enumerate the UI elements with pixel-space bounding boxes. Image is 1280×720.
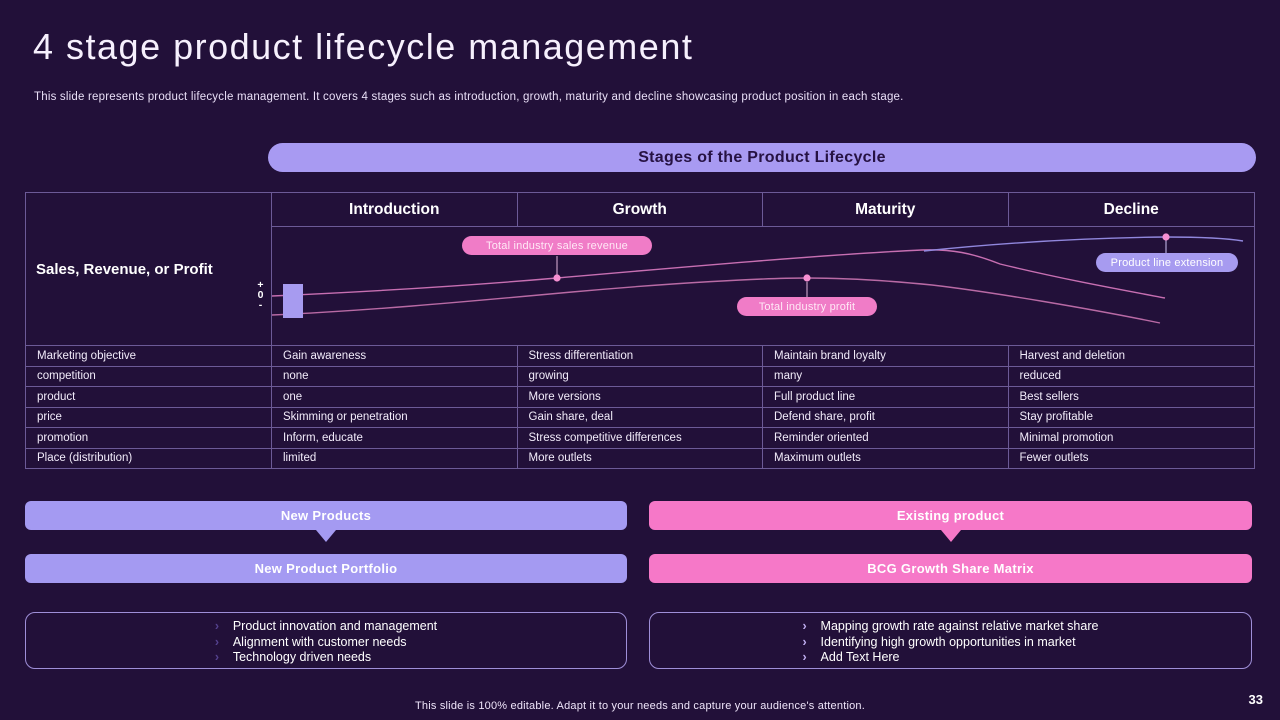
footer-note: This slide is 100% editable. Adapt it to… — [415, 700, 865, 712]
table-cell: many — [763, 365, 1009, 386]
table-cell: Fewer outlets — [1008, 447, 1254, 469]
list-item-text: Add Text Here — [820, 650, 900, 664]
sales-revenue-curve — [272, 249, 1166, 299]
row-label: Marketing objective — [26, 345, 272, 366]
table-cell: Full product line — [763, 386, 1009, 407]
row-label: product — [26, 386, 272, 407]
list-item-text: Identifying high growth opportunities in… — [820, 634, 1076, 649]
bullet-list: › Product innovation and management › Al… — [215, 613, 437, 668]
table-cell: Inform, educate — [272, 427, 518, 448]
lifecycle-chart: + 0 - Total industry sales revenue Total… — [257, 227, 1254, 345]
table-cell: growing — [517, 365, 763, 386]
table-cell: Skimming or penetration — [272, 406, 518, 427]
new-products-bar: New Products — [25, 501, 627, 530]
row-label: competition — [26, 365, 272, 386]
axis-mark-minus: - — [258, 299, 263, 311]
profit-curve — [272, 277, 1161, 324]
row-label: Place (distribution) — [26, 447, 272, 468]
row-label: promotion — [26, 427, 272, 448]
table-cell: limited — [272, 447, 518, 468]
list-item: › Technology driven needs — [215, 650, 437, 666]
down-arrow-icon — [316, 530, 336, 542]
table-cell: reduced — [1008, 365, 1254, 387]
list-item: › Product innovation and management — [215, 619, 437, 635]
stage-header-decline: Decline — [1008, 193, 1254, 227]
lifecycle-curves — [272, 233, 1244, 324]
profit-data-point-dot — [803, 274, 811, 282]
table-cell: Reminder oriented — [763, 427, 1009, 448]
axis-title: Sales, Revenue, or Profit — [36, 260, 213, 278]
table-cell: Gain share, deal — [517, 406, 763, 427]
table-cell: Minimal promotion — [1008, 427, 1254, 448]
section-banner-label: Stages of the Product Lifecycle — [638, 148, 886, 166]
table-cell: More versions — [517, 386, 763, 407]
table-cell: none — [272, 365, 518, 386]
list-item: › Add Text Here — [803, 650, 1099, 666]
table-cell: Best sellers — [1008, 386, 1254, 407]
extension-data-point-dot — [1162, 233, 1170, 241]
chevron-bullet-icon: › — [214, 634, 220, 649]
bcg-growth-share-matrix-bar: BCG Growth Share Matrix — [649, 554, 1252, 583]
section-banner: Stages of the Product Lifecycle — [268, 143, 1256, 172]
chevron-bullet-icon: › — [802, 650, 807, 664]
table-cell: one — [272, 386, 518, 407]
table-cell: Defend share, profit — [763, 406, 1009, 427]
list-item-text: Mapping growth rate against relative mar… — [820, 619, 1099, 633]
list-item: › Mapping growth rate against relative m… — [803, 619, 1099, 635]
chevron-bullet-icon: › — [214, 619, 220, 633]
row-label: price — [26, 406, 272, 427]
new-product-portfolio-bar: New Product Portfolio — [25, 554, 627, 583]
chevron-bullet-icon: › — [802, 634, 807, 649]
page-title: 4 stage product lifecycle management — [33, 26, 694, 67]
axis-mark-plus: + — [257, 279, 264, 291]
existing-product-bullet-box: › Mapping growth rate against relative m… — [649, 612, 1252, 669]
sales-data-point-dot — [553, 274, 561, 282]
table-cell: Gain awareness — [272, 345, 518, 366]
table-cell: Stress differentiation — [517, 345, 763, 366]
new-products-bullet-box: › Product innovation and management › Al… — [25, 612, 627, 669]
chevron-bullet-icon: › — [214, 650, 220, 664]
existing-product-bar: Existing product — [649, 501, 1252, 530]
extension-callout: Product line extension — [1096, 253, 1238, 272]
extension-curve — [923, 236, 1244, 252]
down-arrow-icon — [940, 530, 961, 542]
y-axis-marks: + 0 - — [253, 279, 268, 311]
stage-header-growth: Growth — [517, 193, 763, 227]
profit-callout: Total industry profit — [737, 297, 877, 316]
table-cell: Stay profitable — [1008, 406, 1254, 428]
stage-header-introduction: Introduction — [272, 193, 518, 227]
list-item-text: Technology driven needs — [232, 650, 372, 664]
bullet-list: › Mapping growth rate against relative m… — [803, 613, 1099, 668]
page-subtitle: This slide represents product lifecycle … — [34, 91, 904, 103]
axis-mark-zero: 0 — [257, 289, 264, 301]
list-item: › Identifying high growth opportunities … — [803, 635, 1099, 651]
list-item-text: Alignment with customer needs — [232, 634, 407, 649]
chevron-bullet-icon: › — [802, 619, 807, 633]
table-cell: Maximum outlets — [763, 447, 1009, 468]
stage-header-maturity: Maturity — [763, 193, 1009, 227]
table-cell: More outlets — [517, 447, 763, 468]
axis-origin-bar — [283, 284, 303, 318]
table-cell: Harvest and deletion — [1008, 345, 1254, 366]
table-cell: Maintain brand loyalty — [763, 345, 1009, 366]
list-item-text: Product innovation and management — [232, 619, 438, 633]
axis-title-cell: Sales, Revenue, or Profit — [26, 193, 272, 345]
table-cell: Stress competitive differences — [517, 427, 763, 448]
lifecycle-table: Sales, Revenue, or Profit Introduction G… — [25, 192, 1255, 469]
list-item: › Alignment with customer needs — [215, 635, 437, 651]
sales-revenue-callout: Total industry sales revenue — [462, 236, 652, 255]
page-number: 33 — [1248, 692, 1263, 707]
